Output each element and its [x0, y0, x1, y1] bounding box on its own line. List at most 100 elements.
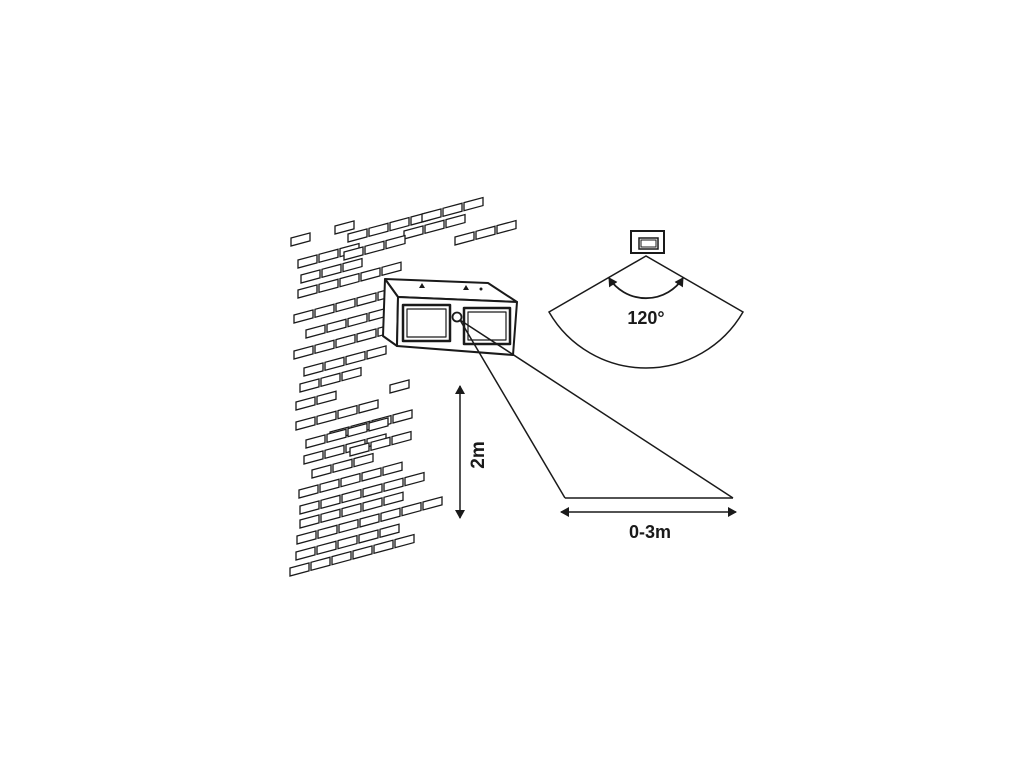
brick [394, 533, 415, 549]
solar-panel-left [401, 303, 452, 343]
brick [404, 471, 425, 487]
brick [349, 442, 370, 457]
brick [368, 222, 389, 238]
brick [341, 488, 362, 504]
brick [334, 220, 355, 235]
brick [382, 461, 403, 477]
brick [320, 372, 341, 388]
brick [324, 356, 345, 372]
brick [385, 234, 406, 250]
brick [403, 225, 424, 240]
brick [311, 464, 332, 479]
brick [366, 345, 387, 360]
brick [401, 501, 422, 517]
brick [314, 303, 335, 319]
brick [295, 416, 316, 431]
brick [360, 267, 381, 282]
brick [381, 261, 402, 277]
brick [358, 529, 379, 544]
brick [305, 434, 326, 449]
brick [305, 324, 326, 339]
brick [389, 379, 410, 394]
brick [318, 248, 339, 264]
brick [295, 546, 316, 561]
brick [345, 350, 366, 366]
brick [316, 390, 337, 406]
brick [320, 494, 341, 510]
detection-fan-top-view [547, 255, 745, 369]
sensor-lens-icon [451, 311, 463, 323]
brick [326, 428, 347, 444]
brick [316, 410, 337, 426]
brick [299, 500, 320, 515]
brick [356, 328, 377, 343]
brick [380, 507, 401, 523]
brick [368, 417, 389, 432]
brick [442, 202, 463, 218]
brick [383, 477, 404, 493]
motion-sensor-icon [630, 230, 665, 254]
brick [422, 496, 443, 511]
brick [293, 309, 314, 324]
brick [347, 312, 368, 328]
brick [297, 254, 318, 269]
brick [300, 269, 321, 284]
brick [389, 216, 410, 232]
brick [318, 278, 339, 294]
brick-wall-icon [289, 196, 517, 577]
brick [359, 513, 380, 528]
brick [362, 483, 383, 498]
brick [383, 491, 404, 507]
brick [320, 508, 341, 524]
brick [293, 345, 314, 360]
brick [298, 484, 319, 499]
brick [316, 540, 337, 556]
brick [496, 219, 517, 235]
brick [421, 208, 442, 223]
brick [391, 430, 412, 446]
brick [335, 333, 356, 349]
brick [321, 263, 342, 279]
brick [352, 545, 373, 560]
brick [364, 240, 385, 256]
brick [289, 562, 310, 577]
brick [342, 257, 363, 273]
brick [299, 378, 320, 393]
brick [303, 450, 324, 465]
brick [331, 550, 352, 566]
brick [445, 213, 466, 229]
brick [317, 524, 338, 540]
brick [290, 232, 311, 247]
brick [370, 436, 391, 452]
brick [475, 225, 496, 241]
brick [454, 231, 475, 246]
brick [337, 404, 358, 420]
brick [337, 534, 358, 550]
brick [356, 292, 377, 307]
brick [296, 530, 317, 545]
brick [326, 318, 347, 334]
brick [373, 539, 394, 555]
brick [339, 272, 360, 288]
height-label: 2m [468, 441, 489, 468]
brick [332, 458, 353, 474]
brick [343, 246, 364, 261]
angle-arc-arrow-icon [608, 277, 684, 300]
brick [341, 502, 362, 518]
brick [341, 366, 362, 382]
brick [362, 497, 383, 512]
brick [424, 219, 445, 235]
brick [463, 196, 484, 212]
brick [324, 444, 345, 460]
brick [347, 228, 368, 243]
brick [310, 556, 331, 572]
brick [379, 523, 400, 539]
brick [347, 422, 368, 438]
brick [314, 339, 335, 355]
brick [297, 284, 318, 299]
height-dimension: 2m [455, 385, 489, 519]
brick [335, 297, 356, 313]
brick [340, 472, 361, 488]
